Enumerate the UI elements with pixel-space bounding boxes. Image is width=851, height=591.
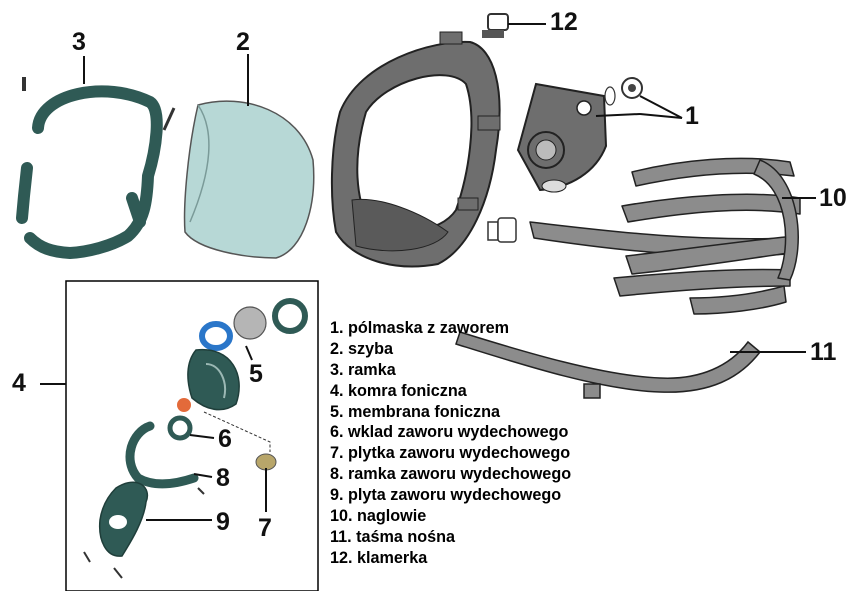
buckle-part — [482, 14, 508, 38]
callout-5: 5 — [249, 362, 263, 387]
legend-item: 9. plyta zaworu wydechowego — [330, 485, 571, 506]
callout-10: 10 — [819, 186, 847, 211]
legend-item: 11. taśma nośna — [330, 527, 571, 548]
mask-body — [332, 32, 500, 266]
legend-item: 2. szyba — [330, 339, 571, 360]
membrane-part — [234, 307, 266, 339]
legend-item: 3. ramka — [330, 360, 571, 381]
legend-item: 12. klamerka — [330, 548, 571, 569]
legend-item: 10. naglowie — [330, 506, 571, 527]
speech-chamber-part — [188, 324, 239, 410]
callout-9: 9 — [216, 510, 230, 535]
membrane-ring-part — [275, 301, 305, 331]
legend-item: 5. membrana foniczna — [330, 402, 571, 423]
callout-2: 2 — [236, 30, 250, 55]
callout-12: 12 — [550, 10, 578, 35]
callout-3: 3 — [72, 30, 86, 55]
screw-icon — [114, 568, 122, 578]
screw-icon — [22, 77, 26, 91]
half-mask-part — [518, 78, 642, 192]
legend-item: 6. wklad zaworu wydechowego — [330, 422, 571, 443]
callout-7: 7 — [258, 516, 272, 541]
valve-disc-part — [177, 398, 191, 412]
legend-item: 7. plytka zaworu wydechowego — [330, 443, 571, 464]
valve-plate-part — [256, 454, 276, 470]
frame-part — [22, 91, 157, 253]
callout-1: 1 — [685, 104, 699, 129]
legend-item: 1. pólmaska z zaworem — [330, 318, 571, 339]
valve-insert-part — [170, 418, 190, 438]
strap-clip — [488, 218, 516, 242]
callout-6: 6 — [218, 427, 232, 452]
parts-legend: 1. pólmaska z zaworem 2. szyba 3. ramka … — [330, 318, 571, 569]
callout-4: 4 — [12, 371, 26, 396]
screw-icon — [164, 108, 174, 130]
screw-icon — [198, 488, 204, 494]
callout-11: 11 — [810, 340, 836, 365]
legend-item: 8. ramka zaworu wydechowego — [330, 464, 571, 485]
callout-8: 8 — [216, 466, 230, 491]
legend-item: 4. komra foniczna — [330, 381, 571, 402]
screw-icon — [84, 552, 90, 562]
